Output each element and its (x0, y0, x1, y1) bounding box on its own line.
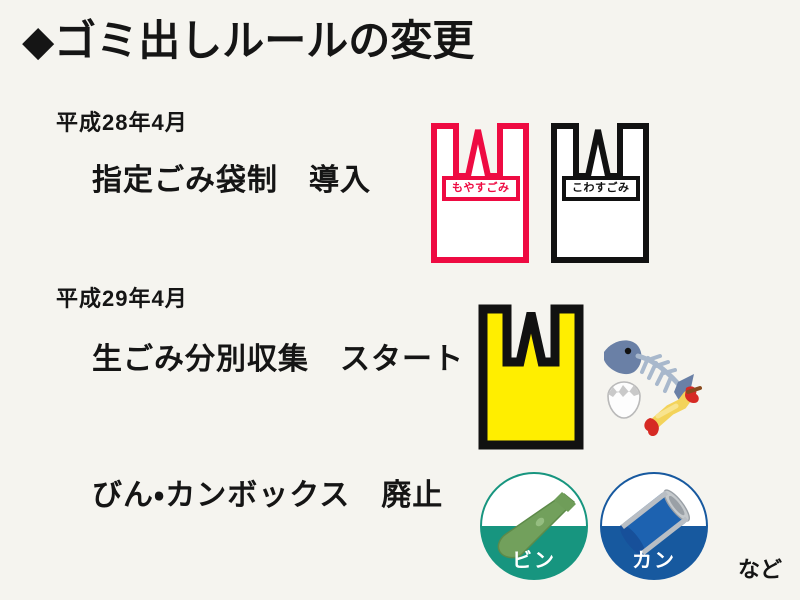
can-badge: カン (598, 470, 710, 582)
bottle-badge: ビン (478, 470, 590, 582)
section-heading-3: びん・カンボックス 廃止 (92, 479, 444, 512)
chicken-bone-icon (644, 386, 702, 437)
egg-shell-icon (607, 381, 641, 419)
footnote-nado: など (737, 557, 782, 582)
era-label-1: 平成28年4月 (56, 110, 188, 135)
burnable-bag: もやすごみ (428, 120, 532, 266)
green-bottle-icon (497, 492, 576, 559)
food-waste-bag (476, 302, 586, 452)
blue-can-icon (619, 489, 690, 556)
era-label-2: 平成29年4月 (56, 286, 188, 311)
burnable-bag-label: もやすごみ (442, 176, 520, 201)
garbage-icon-group (598, 330, 710, 442)
section-heading-1: 指定ごみ袋制 導入 (92, 164, 371, 197)
breakable-bag: こわすごみ (548, 120, 652, 266)
breakable-bag-label: こわすごみ (562, 176, 640, 201)
section-heading-2: 生ごみ分別収集 スタート (92, 343, 464, 376)
page-title: ◆ゴミ出しルールの変更 (22, 17, 475, 64)
